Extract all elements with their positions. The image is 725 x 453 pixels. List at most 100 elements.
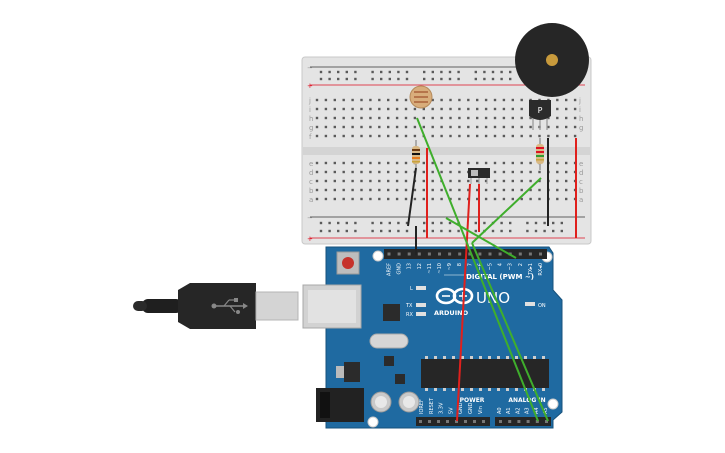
header-pin[interactable] <box>528 252 532 256</box>
header-pin[interactable] <box>458 252 462 256</box>
breadboard-hole <box>315 125 319 129</box>
wire-green[interactable] <box>471 177 542 244</box>
breadboard-hole <box>529 197 532 201</box>
breadboard-hole <box>360 125 363 129</box>
breadboard-hole <box>351 188 354 192</box>
crystal-oscillator <box>369 333 409 349</box>
usb-cable[interactable] <box>133 283 362 329</box>
tx-led-label: TX <box>405 303 413 309</box>
digital-pin-label: ~5 <box>488 263 494 270</box>
breadboard-hole <box>378 188 381 192</box>
breadboard-hole <box>387 170 390 174</box>
header-pin[interactable] <box>417 252 421 256</box>
breadboard-hole <box>431 161 434 165</box>
slide-switch[interactable] <box>468 168 490 184</box>
reset-button[interactable] <box>342 257 354 269</box>
breadboard-hole <box>502 161 506 165</box>
header-pin[interactable] <box>478 252 482 256</box>
piezo-buzzer-icon[interactable] <box>515 23 589 97</box>
photoresistor-icon[interactable] <box>409 85 433 109</box>
breadboard-hole <box>351 125 354 129</box>
breadboard-hole <box>565 170 568 174</box>
row-letter: i <box>579 106 581 114</box>
rail-hole <box>371 229 374 233</box>
header-pin[interactable] <box>508 420 512 423</box>
header-pin[interactable] <box>518 252 522 256</box>
header-pin[interactable] <box>545 420 548 423</box>
header-pin[interactable] <box>535 420 539 423</box>
header-pin[interactable] <box>397 252 401 256</box>
wire-green[interactable] <box>416 117 539 422</box>
header-pin[interactable] <box>464 420 467 423</box>
breadboard-hole <box>440 116 443 120</box>
header-pin[interactable] <box>387 252 391 256</box>
header-pin[interactable] <box>419 420 422 423</box>
breadboard-hole <box>324 197 328 201</box>
wire-green[interactable] <box>445 217 517 259</box>
resistor-right[interactable] <box>536 138 544 170</box>
digital-pin-label: AREF <box>387 263 393 276</box>
temperature-sensor[interactable]: P <box>529 100 551 130</box>
rail-hole <box>457 77 460 81</box>
breadboard-hole <box>493 107 497 111</box>
wire-black[interactable] <box>407 167 417 227</box>
breadboard-hole <box>476 98 479 102</box>
header-pin[interactable] <box>526 420 530 423</box>
digital-pin-label: ~10 <box>437 263 443 274</box>
breadboard-hole <box>440 188 443 192</box>
resistor-left[interactable] <box>412 140 420 168</box>
breadboard-hole <box>369 161 372 165</box>
header-pin[interactable] <box>482 420 485 423</box>
breadboard-holes <box>315 70 577 233</box>
breadboard-hole <box>360 179 363 183</box>
breadboard-hole <box>458 179 461 183</box>
mcu-pin <box>452 356 455 359</box>
breadboard-hole <box>440 170 443 174</box>
breadboard-hole <box>484 134 488 138</box>
header-pin[interactable] <box>473 420 476 423</box>
breadboard-hole <box>342 161 345 165</box>
header-pin[interactable] <box>428 420 431 423</box>
header-pin[interactable] <box>407 252 411 256</box>
rail-hole <box>448 70 452 74</box>
header-pin[interactable] <box>468 252 472 256</box>
header-pin[interactable] <box>498 252 502 256</box>
wire-red[interactable] <box>456 183 471 422</box>
breadboard-hole <box>431 197 434 201</box>
resistor-band <box>536 151 544 153</box>
header-pin[interactable] <box>448 252 452 256</box>
header-pin[interactable] <box>517 420 521 423</box>
slide-switch-knob[interactable] <box>471 170 478 176</box>
header-pin[interactable] <box>438 252 441 256</box>
breadboard-hole <box>395 179 399 183</box>
breadboard-hole <box>556 125 559 129</box>
header-pin[interactable] <box>427 252 431 256</box>
breadboard-hole <box>520 98 523 102</box>
breadboard-hole <box>378 170 381 174</box>
mcu-pin <box>443 388 446 391</box>
header-pin[interactable] <box>455 420 458 423</box>
header-pin[interactable] <box>446 420 449 423</box>
breadboard-hole <box>342 116 345 120</box>
breadboard-hole <box>431 134 434 138</box>
header-pin[interactable] <box>488 252 492 256</box>
breadboard-hole <box>333 116 336 120</box>
breadboard-hole <box>351 179 354 183</box>
header-pin[interactable] <box>539 252 542 256</box>
header-pin[interactable] <box>437 420 440 423</box>
wire-green[interactable] <box>471 242 549 422</box>
mcu-pin <box>515 356 518 359</box>
digital-pin-label: TX▸1 <box>528 263 534 276</box>
resistor-band <box>536 155 544 157</box>
breadboard-hole <box>458 170 461 174</box>
header-pin[interactable] <box>499 420 502 423</box>
breadboard-hole <box>467 161 470 165</box>
breadboard-hole <box>520 161 523 165</box>
breadboard-hole <box>529 125 532 129</box>
breadboard-hole <box>395 125 399 129</box>
breadboard-hole <box>422 107 425 111</box>
breadboard-hole <box>360 188 363 192</box>
breadboard-hole <box>315 197 319 201</box>
